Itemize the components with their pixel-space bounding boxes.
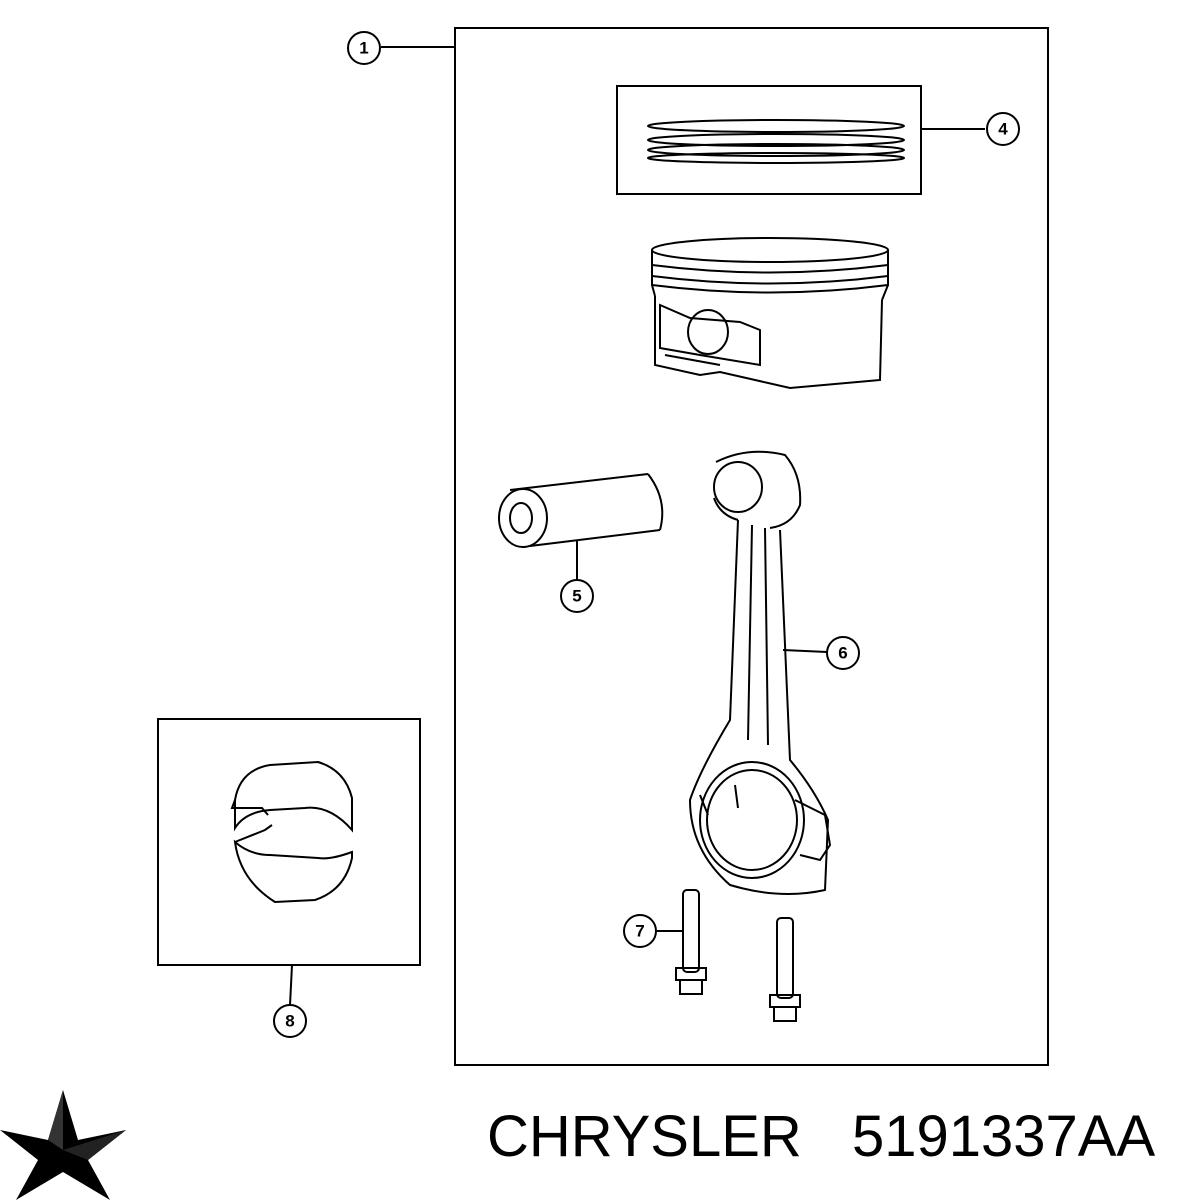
callout-6-circle — [826, 636, 860, 670]
bearing-shells — [230, 760, 353, 904]
callout-8-circle — [273, 1004, 307, 1038]
part-number: 5191337AA — [852, 1104, 1156, 1169]
callout-4-circle — [986, 112, 1020, 146]
callout-5-label: 5 — [572, 587, 581, 606]
chrysler-pentastar-icon — [0, 1090, 126, 1200]
rod-bolts — [675, 889, 801, 1022]
piston-ring-frame — [616, 85, 922, 195]
bearing-frame — [157, 718, 421, 966]
leader-lines — [289, 46, 985, 1006]
callout-7-label: 7 — [635, 922, 644, 941]
callout-8-label: 8 — [285, 1012, 294, 1031]
callout-1-label: 1 — [359, 39, 368, 58]
wrist-pin — [498, 473, 664, 548]
callout-7-circle — [623, 914, 657, 948]
assembly-frame — [454, 27, 1049, 1066]
callout-1-circle — [347, 31, 381, 65]
brand-name: CHRYSLER — [487, 1104, 802, 1169]
callout-6-label: 6 — [838, 644, 847, 663]
piston — [651, 237, 889, 390]
piston-rings — [647, 119, 905, 164]
callout-4-label: 4 — [998, 120, 1008, 139]
connecting-rod — [688, 450, 832, 895]
callout-5-circle — [560, 579, 594, 613]
